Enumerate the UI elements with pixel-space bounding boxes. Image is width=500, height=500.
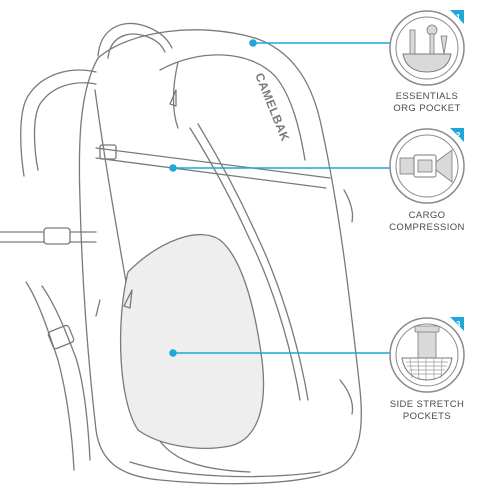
top-pocket-zipper-pull [169, 89, 177, 107]
badge-number: 2 [456, 131, 461, 140]
side-pocket [119, 233, 265, 449]
badge-number: 1 [456, 13, 461, 22]
compression-buckle [99, 144, 117, 160]
shoulder-strap-upper [20, 69, 97, 177]
front-panel-seam [159, 54, 306, 161]
feature-badge-1: 1 [389, 10, 465, 86]
shoulder-strap-lower-inner [41, 285, 91, 461]
feature-label-1: ESSENTIALS ORG POCKET [378, 91, 476, 115]
front-pocket-zipper-inner [197, 123, 309, 401]
sternum-buckle [43, 227, 71, 245]
side-stretch-pockets-icon [401, 325, 453, 381]
backpack-bottom [129, 461, 321, 478]
feature-label-1-line1: ESSENTIALS [395, 91, 459, 102]
feature-label-2: CARGO COMPRESSION [378, 210, 476, 234]
side-strap-right-lower [339, 379, 354, 415]
badge-number-tab [450, 10, 464, 24]
callout-leaders [169, 39, 393, 357]
zipper-pull-mid [95, 299, 101, 317]
badge-number-tab [450, 128, 464, 142]
sternum-strap [0, 231, 97, 243]
feature-label-3-line2: POCKETS [402, 411, 452, 422]
zipper-pull-left [123, 289, 133, 309]
callout-dot-3 [169, 349, 177, 357]
brand-logo: CAMELBAK [252, 71, 292, 144]
feature-label-1-line2: ORG POCKET [393, 103, 461, 114]
feature-label-2-line2: COMPRESSION [389, 222, 465, 233]
feature-label-3: SIDE STRETCH POCKETS [378, 399, 476, 423]
feature-badge-2: 2 [389, 128, 465, 204]
backpack-drawing [0, 22, 362, 485]
badge-number-tab [450, 317, 464, 331]
strap-adjuster [47, 324, 75, 350]
front-pocket-zipper [189, 127, 301, 401]
essentials-org-pocket-icon [402, 24, 452, 73]
compression-strap-lower [95, 157, 327, 189]
shoulder-strap-upper-inner [33, 82, 97, 171]
badge-number: 3 [456, 320, 461, 329]
feature-badge-3: 3 [389, 317, 465, 393]
callout-dot-2 [169, 164, 177, 172]
callout-dot-1 [249, 39, 257, 47]
cargo-compression-icon [399, 149, 453, 183]
top-pocket-zipper [172, 61, 179, 129]
feature-label-3-line1: SIDE STRETCH [389, 399, 465, 410]
shoulder-strap-lower [25, 281, 75, 471]
carry-handle [97, 22, 173, 57]
feature-label-2-line1: CARGO [408, 210, 446, 221]
compression-strap [95, 147, 331, 179]
side-strap-right [343, 189, 354, 223]
backpack-body [78, 29, 362, 485]
